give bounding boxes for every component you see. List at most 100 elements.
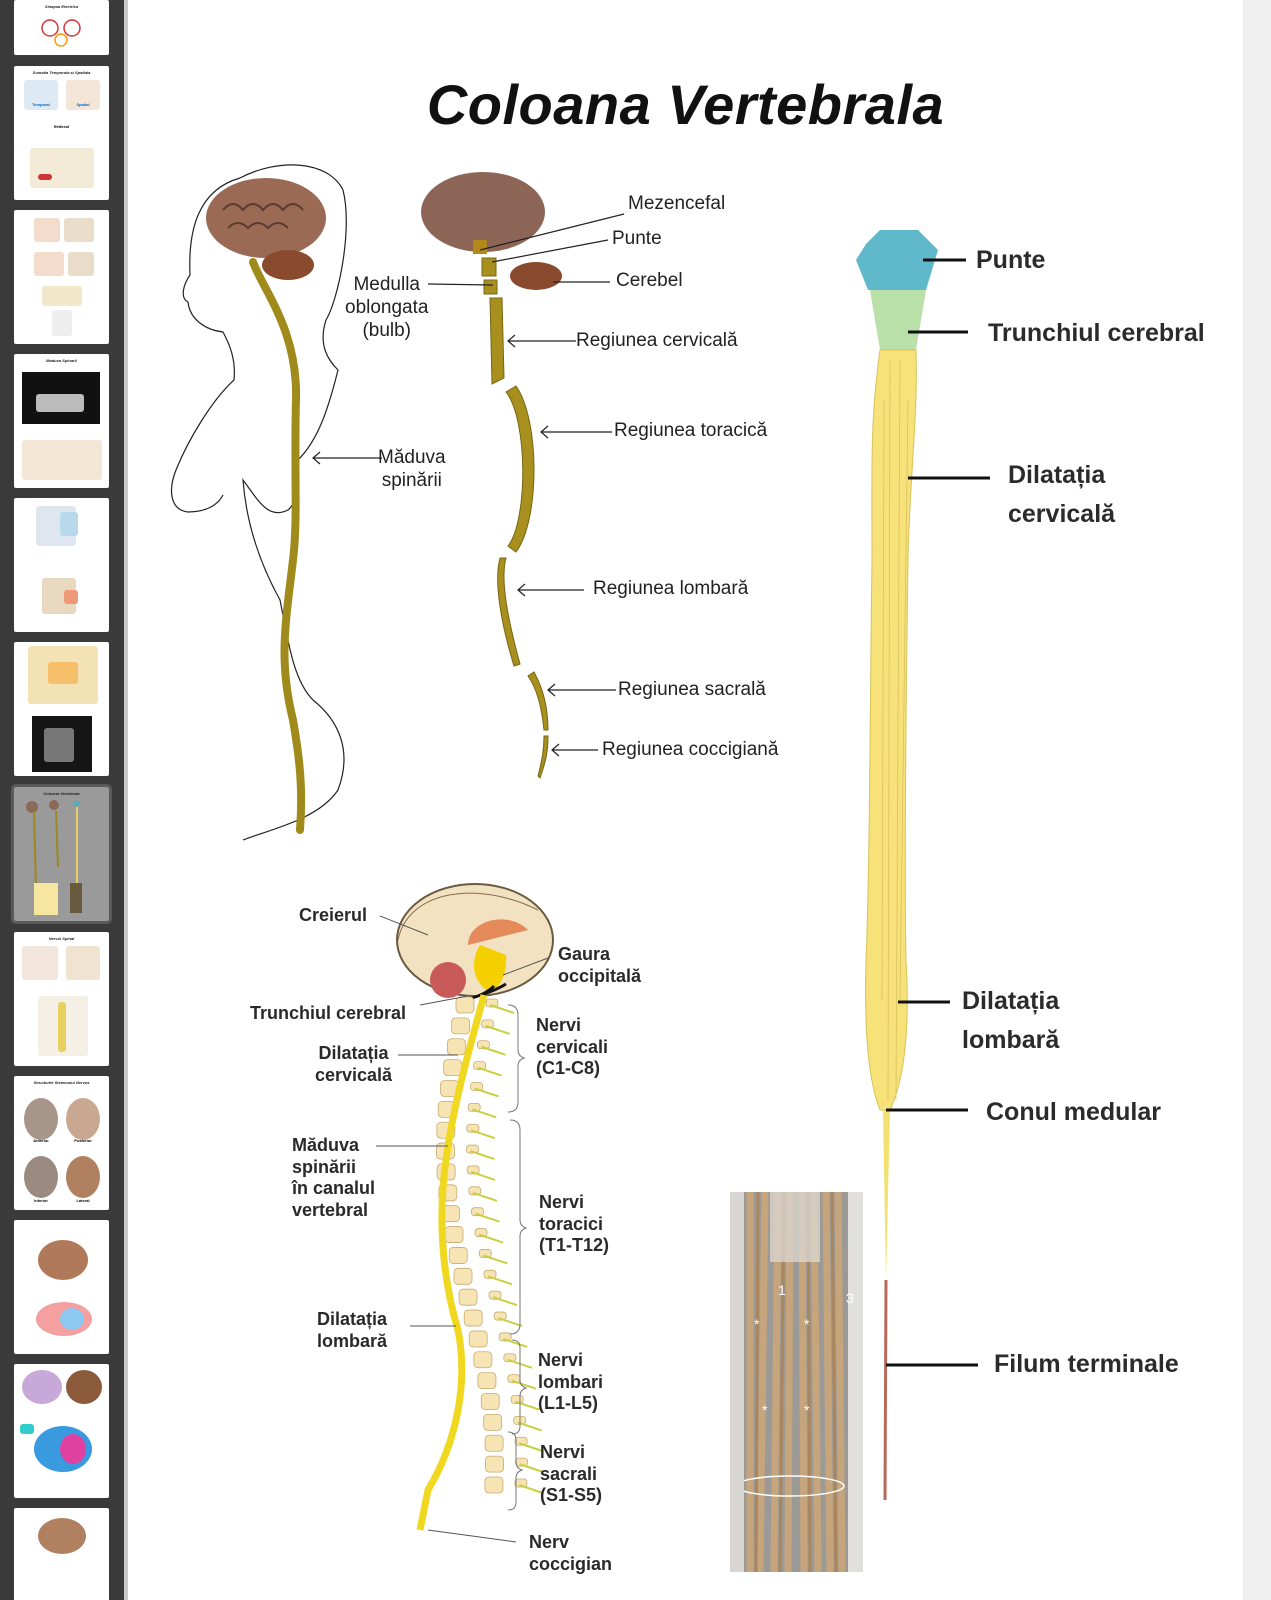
vertebra-process [470, 1082, 483, 1091]
vertebra-process [481, 1019, 494, 1029]
vertebra [485, 1455, 504, 1473]
vertebra-process [514, 1478, 528, 1488]
vertebra-process [467, 1102, 481, 1112]
label-regiunea-cervicala: Regiunea cervicală [576, 330, 738, 351]
vertebra [484, 1476, 504, 1494]
figure-4-leaders [376, 915, 549, 1543]
photo-label-3: 3 [846, 1290, 854, 1306]
nerve-root [497, 1317, 523, 1327]
nerve-root [518, 1484, 544, 1494]
label-dilatatia-cervicala-3: Dilatația cervicală [1008, 461, 1116, 528]
right-gutter [1243, 0, 1271, 1600]
body-silhouette-figure [170, 164, 347, 841]
vertebra-process [498, 1332, 512, 1342]
photo-asterisk: * [762, 1402, 768, 1418]
thumbnail-label: Temporal [32, 102, 50, 107]
label-regiunea-sacrala: Regiunea sacrală [618, 679, 766, 700]
slide-thumbnail-11[interactable] [14, 1364, 109, 1498]
nerve-root [517, 1421, 543, 1432]
slide-title: Coloana Vertebrala [426, 73, 945, 136]
label-trunchiul-cerebral-4: Trunchiul cerebral [250, 1003, 407, 1023]
thumbnail-label: Inferior [34, 1198, 48, 1203]
thumbnail-title: Maduva Spinarii [46, 358, 77, 363]
nerve-root [482, 1254, 508, 1265]
slide-thumbnail-9[interactable]: Structurile Sistemului Nervos Anterior P… [14, 1076, 109, 1210]
nerve-root [470, 1171, 496, 1181]
vertebra-process [468, 1186, 482, 1196]
label-nervi-sacrali: Nervi sacrali (S1-S5) [540, 1442, 603, 1506]
vertebra [455, 996, 475, 1014]
vertebra [458, 1288, 478, 1306]
slide-thumbnail-sidebar[interactable]: Sinapsa Electrica Sumatia Temporala si S… [0, 0, 124, 1600]
long-spinal-cord-figure [856, 230, 938, 1501]
figure-2-leaders [427, 213, 625, 757]
nerve-root [502, 1337, 528, 1348]
thumbnail-subtitle: Reflexul [53, 124, 70, 129]
thumbnail-title: Nervul Spinal [48, 936, 75, 941]
slide-thumbnail-12[interactable] [14, 1508, 109, 1600]
vertebra [451, 1017, 470, 1035]
slide-canvas: Coloana Vertebrala [128, 0, 1243, 1600]
vertebra-process [473, 1061, 487, 1071]
label-regiunea-coccigiana: Regiunea coccigiană [602, 739, 779, 760]
figure-3-leaders [886, 258, 990, 1367]
nerve-root [478, 1233, 504, 1244]
label-trunchiul-cerebral-3: Trunchiul cerebral [988, 319, 1205, 347]
slide-thumbnail-1[interactable]: Sinapsa Electrica [14, 0, 109, 55]
vertebra-process [485, 998, 499, 1008]
slide-thumbnail-3[interactable] [14, 210, 109, 344]
label-regiunea-toracica: Regiunea toracică [614, 420, 768, 441]
label-dilatatia-cervicala-4: Dilatația cervicală [315, 1043, 393, 1085]
vertebra [473, 1351, 493, 1369]
vertebra-process [476, 1040, 490, 1050]
vertebra-process [478, 1249, 492, 1258]
label-creierul: Creierul [299, 905, 368, 925]
slide-thumbnail-5[interactable] [14, 498, 109, 632]
vertebra-process [483, 1269, 497, 1279]
figure-4-nerve-braces [507, 1004, 528, 1511]
sidebar-scrollbar[interactable] [124, 0, 128, 1600]
nerve-root [514, 1400, 540, 1411]
slide-thumbnail-10[interactable] [14, 1220, 109, 1354]
vertebra [483, 1413, 503, 1431]
nerve-root [518, 1442, 544, 1453]
vertebra-process [503, 1353, 517, 1363]
nerve-root [471, 1108, 497, 1119]
vertebra-process [466, 1165, 480, 1175]
slide-thumbnail-7-selected[interactable]: Coloana Vertebrala ••• [11, 784, 112, 924]
nerve-root [492, 1296, 518, 1307]
thumbnail-title: Coloana Vertebrala [43, 791, 80, 796]
vertebra [477, 1372, 497, 1390]
photo-asterisk: * [754, 1316, 760, 1332]
synapse-thumbnail-image [41, 19, 81, 47]
label-nervi-lombari: Nervi lombari (L1-L5) [538, 1350, 604, 1414]
nerve-root [475, 1212, 500, 1223]
spinal-cord-figure-4 [416, 994, 488, 1531]
thumbnail-label: Posterior [74, 1138, 92, 1143]
photo-label-1: 1 [778, 1282, 786, 1298]
slide-thumbnail-4[interactable]: Maduva Spinarii [14, 354, 109, 488]
cauda-equina-photo: 1 3 * * * * [730, 1192, 863, 1572]
slide-thumbnail-6[interactable] [14, 642, 109, 776]
spine-thumbnail-image [26, 800, 82, 915]
thumbnail-title: Sumatia Temporala si Spatiala [32, 70, 91, 75]
vertebra-process [471, 1207, 484, 1217]
vertebra [444, 1226, 464, 1243]
thumbnail-title: Sinapsa Electrica [44, 4, 79, 9]
vertebra-process [514, 1436, 528, 1446]
photo-asterisk: * [804, 1316, 810, 1332]
nerve-root [470, 1129, 496, 1140]
label-gaura-occipitala: Gaura occipitală [558, 944, 642, 986]
label-medulla-oblongata: Medulla oblongata (bulb) [345, 274, 429, 341]
vertebra-process [466, 1123, 480, 1133]
label-maduva-spinarii-1: Măduva spinării [378, 447, 446, 491]
slide-thumbnail-2[interactable]: Sumatia Temporala si Spatiala Temporal S… [14, 66, 109, 200]
slide-thumbnail-8[interactable]: Nervul Spinal [14, 932, 109, 1066]
nerve-root [487, 1275, 513, 1286]
thumbnail-label: Spatial [76, 102, 90, 107]
vertebra-process [466, 1144, 479, 1154]
spinal-cord-figure-1 [249, 258, 306, 834]
nerve-root [472, 1191, 498, 1202]
vertebra [448, 1247, 468, 1264]
label-nervi-cervicali: Nervi cervicali (C1-C8) [536, 1015, 609, 1079]
